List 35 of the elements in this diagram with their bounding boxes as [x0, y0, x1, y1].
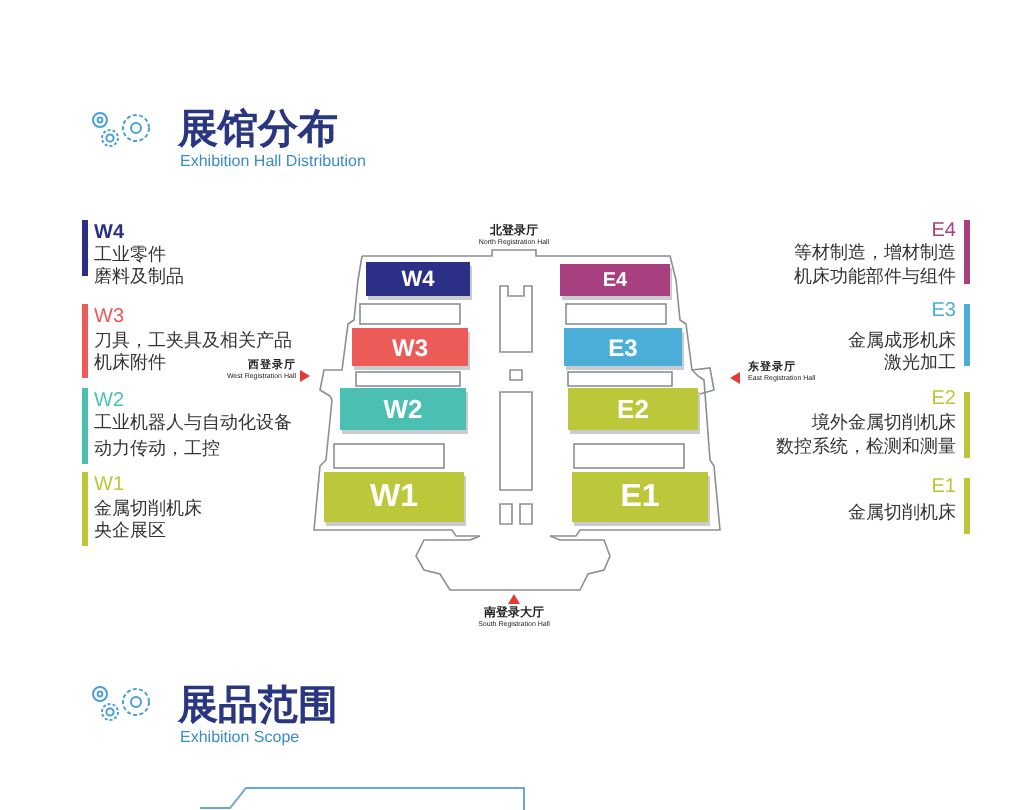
category-item: 数控系统，检测和测量 [776, 438, 956, 458]
category-item: 刀具，工夹具及相关产品 [94, 332, 292, 352]
category-item: 磨料及制品 [94, 268, 184, 288]
category-heading: W3 [94, 306, 124, 328]
hall-block: E3 [564, 328, 682, 366]
hall-block: W3 [352, 328, 468, 366]
category-item: 金属切削机床 [94, 500, 202, 520]
category-item: 机床功能部件与组件 [794, 268, 956, 288]
category-item: 动力传动，工控 [94, 440, 220, 460]
category-item: 等材制造，增材制造 [794, 244, 956, 264]
category-item: 激光加工 [884, 354, 956, 374]
section-title: 展馆分布 [178, 108, 338, 152]
category-heading: E2 [931, 388, 956, 410]
category-item: 央企展区 [94, 522, 166, 542]
category-item: 金属切削机床 [848, 504, 956, 524]
category-heading: W4 [94, 222, 124, 244]
category-heading: W1 [94, 474, 124, 496]
category-heading: W2 [94, 390, 124, 412]
section-subtitle: Exhibition Hall Distribution [180, 154, 366, 172]
hall-block: W4 [366, 262, 470, 296]
section-subtitle: Exhibition Scope [180, 730, 300, 748]
hall-block: E1 [572, 472, 708, 522]
hall-block: W2 [340, 388, 466, 430]
hall-block: E2 [568, 388, 698, 430]
hall-block: W1 [324, 472, 464, 522]
category-item: 境外金属切削机床 [812, 414, 956, 434]
category-item: 工业零件 [94, 246, 166, 266]
section-title: 展品范围 [178, 684, 338, 728]
category-item: 机床附件 [94, 354, 166, 374]
category-item: 金属成形机床 [848, 332, 956, 352]
category-heading: E3 [931, 300, 956, 322]
category-item: 工业机器人与自动化设备 [94, 414, 292, 434]
category-heading: E4 [931, 220, 956, 242]
category-heading: E1 [931, 476, 956, 498]
hall-block: E4 [560, 264, 670, 296]
